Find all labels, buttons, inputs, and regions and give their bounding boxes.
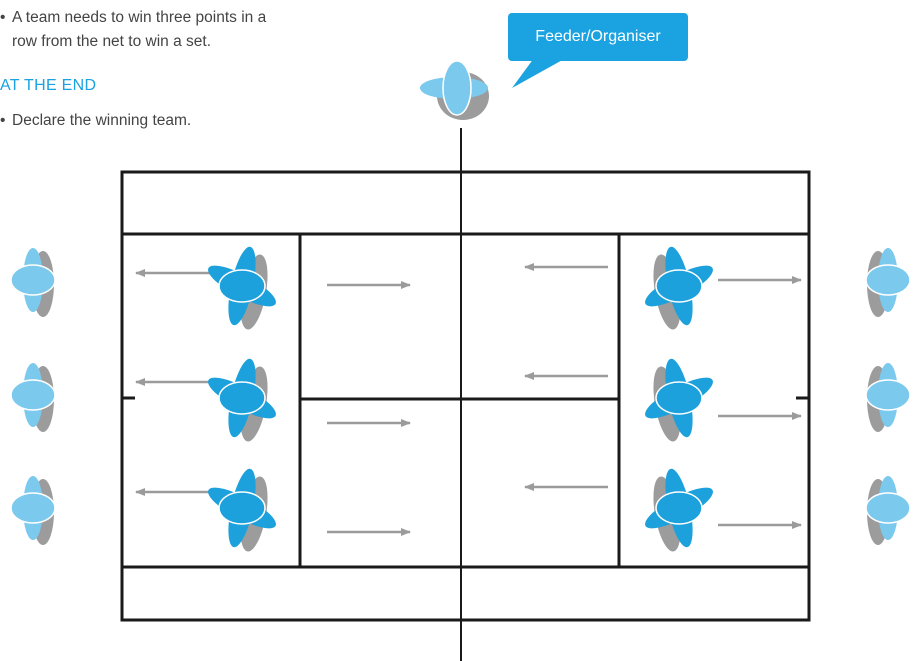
bullet-marker: • [0, 9, 6, 26]
bullet-line-1: A team needs to win three points in a [12, 9, 267, 26]
waiting-player-right-1 [865, 247, 911, 318]
player-left-2 [202, 355, 282, 445]
waiting-player-left-3 [10, 475, 56, 546]
bullet-declare-winner: • Declare the winning team. [0, 109, 191, 133]
bullet-line-2: row from the net to win a set. [12, 33, 212, 50]
waiting-player-right-3 [865, 475, 911, 546]
player-left-1 [202, 243, 282, 333]
player-right-3 [639, 465, 719, 555]
player-right-1 [639, 243, 719, 333]
bullet-marker: • [0, 112, 6, 129]
movement-arrows [135, 263, 802, 536]
feeder-player [420, 60, 489, 120]
feeder-organiser-callout: Feeder/Organiser [508, 13, 688, 61]
section-heading: AT THE END [0, 77, 97, 94]
player-right-2 [639, 355, 719, 445]
bullet-win-condition: • A team needs to win three points in a r… [0, 6, 266, 54]
waiting-player-right-2 [865, 362, 911, 433]
court-lines [120, 170, 811, 622]
waiting-player-left-1 [10, 247, 56, 318]
waiting-player-left-2 [10, 362, 56, 433]
player-left-3 [202, 465, 282, 555]
callout-tail [512, 58, 566, 88]
bullet-text: Declare the winning team. [12, 112, 192, 129]
callout-label: Feeder/Organiser [535, 28, 661, 45]
